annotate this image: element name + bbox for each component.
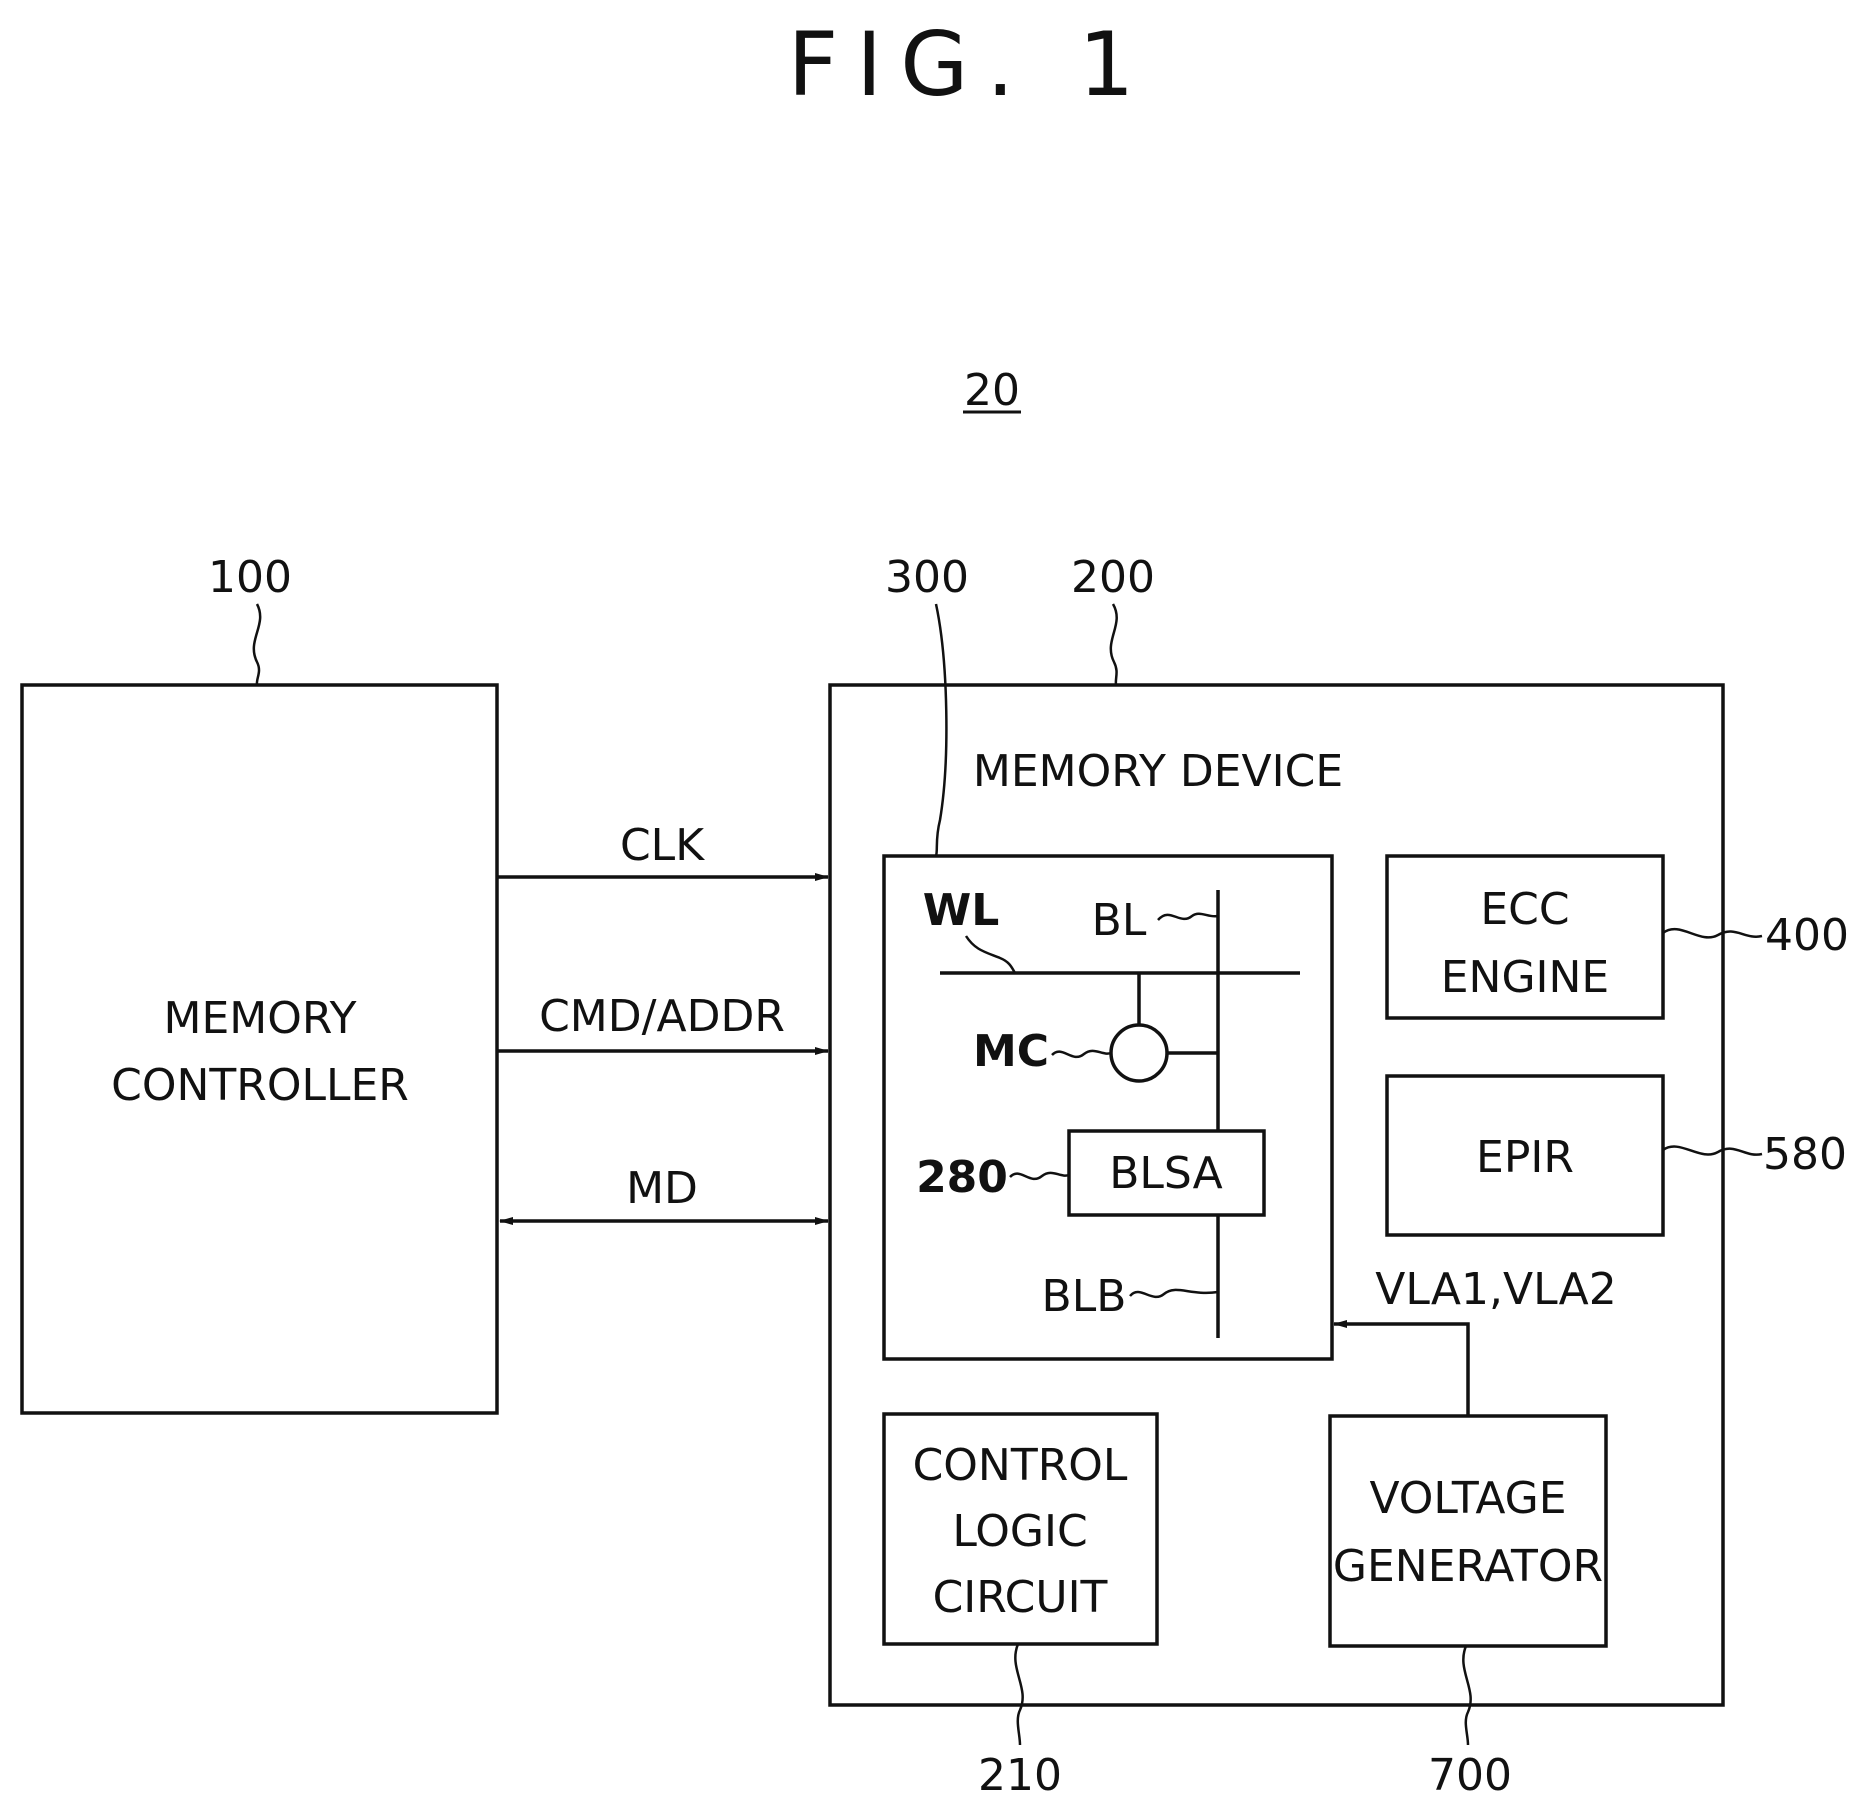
ecc-engine-label-line1: ECC: [1480, 884, 1569, 935]
epir-leader: [1663, 1147, 1762, 1155]
memory-controller-box: [22, 685, 497, 1413]
voltage-generator-leader: [1463, 1646, 1470, 1745]
voltage-generator-ref: 700: [1428, 1750, 1512, 1801]
md-label: MD: [626, 1163, 698, 1214]
ecc-engine-label-line2: ENGINE: [1441, 952, 1610, 1003]
memory-controller-leader: [254, 604, 260, 685]
memory-device-ref: 200: [1071, 552, 1155, 603]
voltage-generator-box: [1330, 1416, 1606, 1646]
mc-label: MC: [973, 1026, 1049, 1077]
wl-leader: [966, 936, 1015, 973]
clk-label: CLK: [620, 820, 705, 871]
control-logic-label-line2: LOGIC: [952, 1506, 1087, 1557]
cmd-addr-label: CMD/ADDR: [539, 991, 785, 1042]
vla-label: VLA1,VLA2: [1375, 1264, 1616, 1315]
memory-controller-label-line1: MEMORY: [164, 993, 357, 1044]
mc-leader: [1052, 1051, 1111, 1057]
blb-leader: [1130, 1290, 1218, 1297]
voltage-generator-label-line1: VOLTAGE: [1369, 1473, 1566, 1524]
bl-leader: [1158, 914, 1218, 920]
ecc-engine-ref: 400: [1765, 910, 1849, 961]
system-ref-label: 20: [964, 365, 1020, 416]
ecc-engine-leader: [1663, 929, 1762, 937]
epir-label: EPIR: [1476, 1132, 1574, 1183]
wl-label: WL: [923, 885, 1000, 936]
blsa-leader: [1010, 1173, 1069, 1179]
vla-line: [1334, 1324, 1468, 1416]
bl-label: BL: [1092, 895, 1147, 946]
figure-title: FIG. 1: [788, 13, 1153, 116]
epir-ref: 580: [1763, 1129, 1847, 1180]
memory-controller-ref: 100: [208, 552, 292, 603]
control-logic-ref: 210: [978, 1750, 1062, 1801]
memory-cell: [1111, 1025, 1167, 1081]
memory-cell-array-leader: [936, 604, 946, 856]
control-logic-label-line1: CONTROL: [913, 1440, 1128, 1491]
memory-device-label: MEMORY DEVICE: [973, 746, 1343, 797]
memory-controller-label-line2: CONTROLLER: [111, 1060, 409, 1111]
control-logic-label-line3: CIRCUIT: [933, 1572, 1108, 1623]
memory-cell-array-ref: 300: [885, 552, 969, 603]
control-logic-leader: [1015, 1644, 1022, 1745]
memory-device-leader: [1111, 604, 1117, 685]
voltage-generator-label-line2: GENERATOR: [1333, 1541, 1603, 1592]
blb-label: BLB: [1042, 1271, 1127, 1322]
blsa-label: BLSA: [1109, 1148, 1223, 1199]
blsa-ref: 280: [916, 1152, 1008, 1203]
